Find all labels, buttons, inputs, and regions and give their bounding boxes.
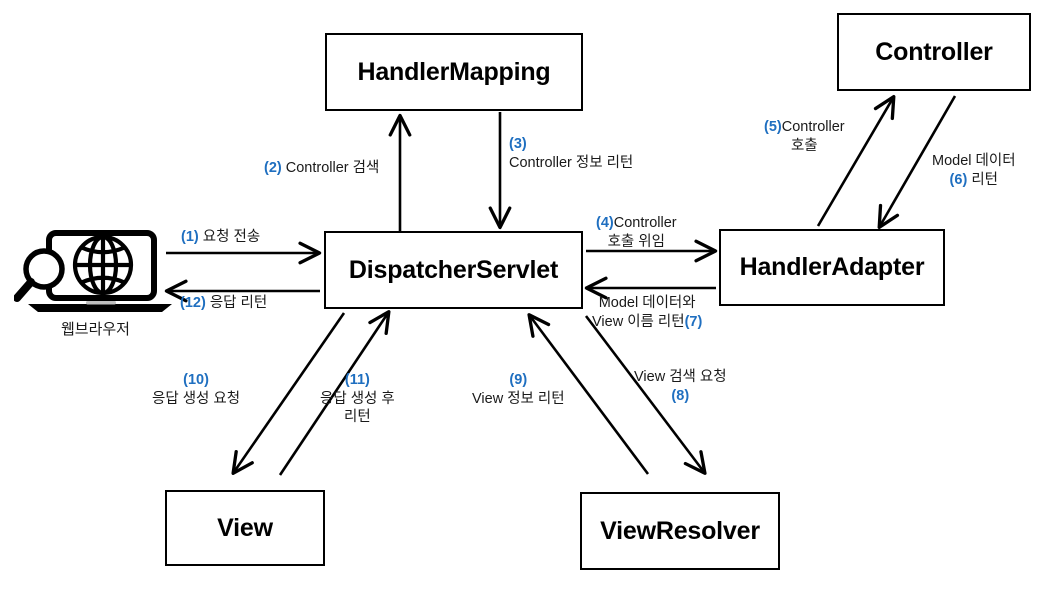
- edge-seq-8: (8): [671, 387, 690, 404]
- node-dispatcher-servlet[interactable]: DispatcherServlet: [324, 231, 583, 309]
- edge-seq-4: (4): [596, 215, 614, 231]
- laptop-globe-search-icon: [14, 230, 172, 312]
- edge-seq-1: (1): [181, 229, 199, 245]
- node-view[interactable]: View: [165, 490, 325, 566]
- edge-seq-11: (11): [344, 372, 370, 388]
- node-view-label: View: [217, 513, 273, 542]
- edge-label-7: Model 데이터와 View 이름 리턴(7): [592, 294, 702, 331]
- edge-seq-9: (9): [509, 372, 528, 388]
- node-handler-adapter[interactable]: HandlerAdapter: [719, 229, 945, 306]
- edge-seq-7: (7): [684, 313, 703, 330]
- arrow-10: [231, 312, 346, 475]
- edge-label-1: (1) 요청 전송: [181, 228, 260, 247]
- edge-text-6b: 리턴: [971, 171, 998, 188]
- edge-text-11: 응답 생성 후: [320, 390, 395, 407]
- browser-caption: 웹브라우저: [60, 321, 130, 338]
- edge-label-11: (11) 응답 생성 후 리턴: [320, 371, 395, 427]
- arrow-5: [816, 94, 896, 227]
- edge-label-9: (9) View 정보 리턴: [472, 371, 565, 408]
- edge-text-5: Controller: [781, 119, 845, 135]
- node-view-resolver-label: ViewResolver: [600, 516, 760, 545]
- edge-text-4b: 호출 위임: [607, 233, 665, 250]
- node-controller[interactable]: Controller: [837, 13, 1031, 91]
- edge-seq-5: (5): [764, 119, 782, 135]
- edge-text-10: 응답 생성 요청: [152, 390, 241, 407]
- arrow-8: [584, 315, 707, 475]
- edge-text-9: View 정보 리턴: [472, 390, 565, 407]
- edge-text-2: Controller 검색: [285, 160, 380, 176]
- edge-label-2: (2) Controller 검색: [264, 159, 379, 178]
- edge-label-12: (12) 응답 리턴: [180, 294, 267, 313]
- edge-seq-2: (2): [264, 160, 282, 176]
- edge-text-6: Model 데이터: [932, 153, 1016, 169]
- edge-label-6: Model 데이터 (6) 리턴: [932, 152, 1016, 189]
- arrow-6: [877, 95, 957, 230]
- node-handler-adapter-label: HandlerAdapter: [739, 253, 925, 281]
- edge-seq-12: (12): [180, 295, 206, 311]
- edge-label-4: (4)Controller 호출 위임: [596, 214, 677, 251]
- node-handler-mapping-label: HandlerMapping: [357, 57, 551, 86]
- edge-seq-3: (3): [509, 136, 527, 152]
- edge-seq-6: (6): [949, 171, 968, 188]
- edge-label-8: View 검색 요청 (8): [634, 368, 727, 405]
- edge-text-3: Controller 정보 리턴: [509, 154, 634, 171]
- node-view-resolver[interactable]: ViewResolver: [580, 492, 780, 570]
- edge-label-10: (10) 응답 생성 요청: [152, 371, 240, 408]
- node-dispatcher-servlet-label: DispatcherServlet: [348, 255, 559, 284]
- edge-label-3: (3) Controller 정보 리턴: [509, 135, 633, 172]
- edge-text-11b: 리턴: [344, 409, 371, 426]
- edge-text-7: Model 데이터와: [598, 295, 696, 311]
- arrow-9: [527, 313, 650, 475]
- edge-text-4: Controller: [613, 215, 677, 231]
- edge-text-5b: 호출: [790, 137, 818, 154]
- edge-text-12: 응답 리턴: [209, 295, 268, 311]
- arrow-11: [278, 310, 391, 476]
- node-handler-mapping[interactable]: HandlerMapping: [325, 33, 583, 111]
- edge-text-7b: View 이름 리턴: [592, 313, 685, 330]
- edge-text-1: 요청 전송: [202, 229, 261, 245]
- node-controller-label: Controller: [875, 37, 993, 66]
- edge-seq-10: (10): [183, 372, 209, 388]
- edge-text-8: View 검색 요청: [634, 369, 727, 385]
- edge-label-5: (5)Controller 호출: [764, 118, 845, 155]
